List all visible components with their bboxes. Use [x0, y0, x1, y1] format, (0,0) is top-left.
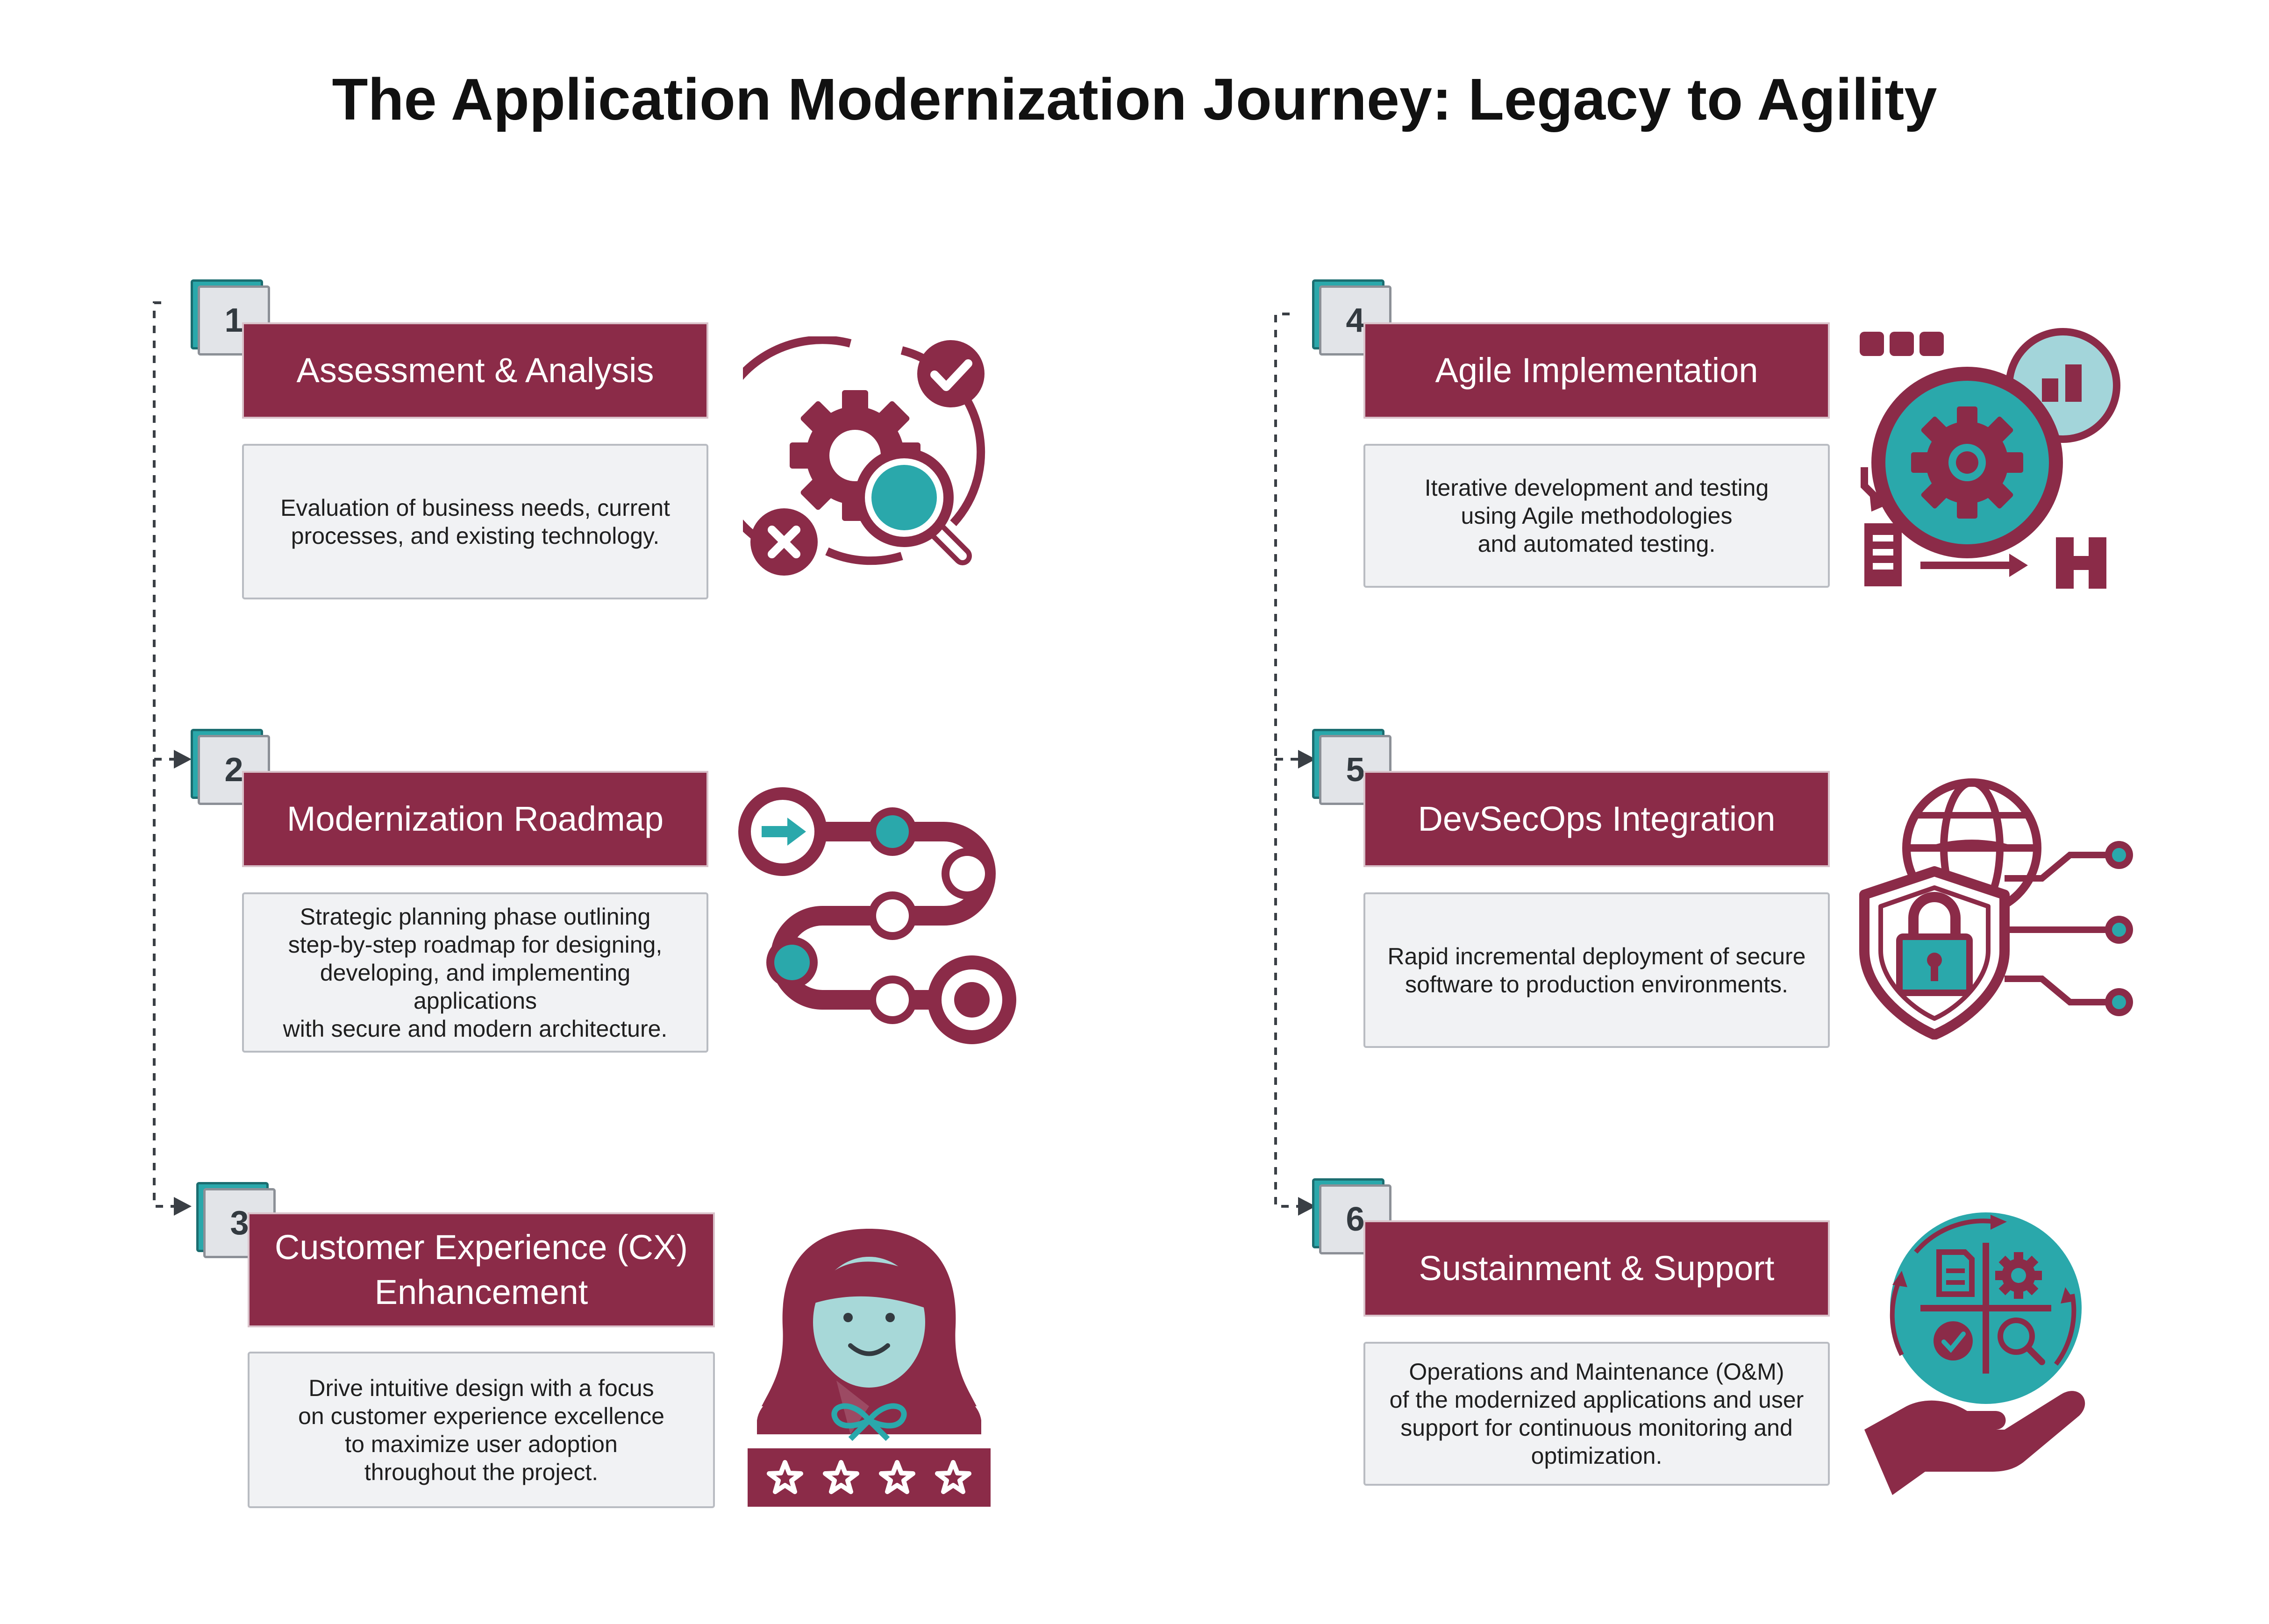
step-number: 6: [1319, 1184, 1391, 1254]
step-3-heading: Customer Experience (CX) Enhancement: [248, 1212, 715, 1327]
step-2-description: Strategic planning phase outlining step-…: [242, 892, 708, 1053]
step-3-description: Drive intuitive design with a focus on c…: [248, 1352, 715, 1508]
customer-rating-icon: [748, 1229, 991, 1507]
hand-support-globe-icon: [1864, 1212, 2085, 1495]
roadmap-path-icon: [738, 787, 1016, 1044]
step-5-heading: DevSecOps Integration: [1363, 771, 1830, 867]
step-1-description: Evaluation of business needs, current pr…: [242, 444, 708, 599]
agile-gear-cycle-icon: [1860, 328, 2120, 589]
step-6-heading: Sustainment & Support: [1363, 1220, 1830, 1317]
step-4-heading: Agile Implementation: [1363, 322, 1830, 419]
step-1-heading: Assessment & Analysis: [242, 322, 708, 419]
step-5-description: Rapid incremental deployment of secure s…: [1363, 892, 1830, 1048]
step-number: 5: [1319, 735, 1391, 805]
page-title: The Application Modernization Journey: L…: [332, 66, 1937, 132]
secure-globe-lock-icon: [1859, 778, 2133, 1040]
step-2-heading: Modernization Roadmap: [242, 771, 708, 867]
step-6-description: Operations and Maintenance (O&M) of the …: [1363, 1342, 1830, 1486]
step-4-description: Iterative development and testing using …: [1363, 444, 1830, 588]
gear-magnifier-icon: [743, 336, 985, 576]
